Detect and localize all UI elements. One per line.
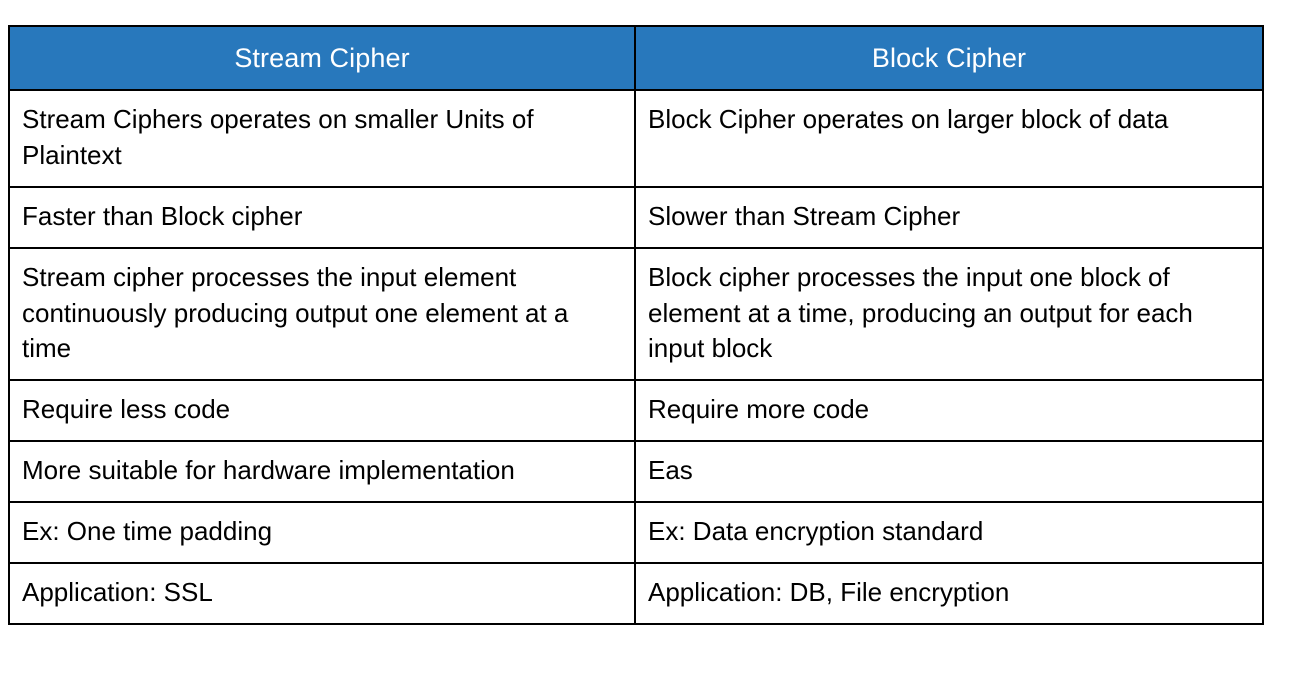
cell-block-1: Block Cipher operates on larger block of… bbox=[634, 89, 1264, 188]
cell-stream-2: Faster than Block cipher bbox=[8, 185, 636, 249]
cell-text: Block Cipher operates on larger block of… bbox=[648, 104, 1169, 134]
table-header: Stream Cipher Block Cipher bbox=[8, 25, 1264, 91]
cell-block-5: Eas bbox=[634, 440, 1264, 503]
cell-stream-1: Stream Ciphers operates on smaller Units… bbox=[8, 89, 636, 188]
cell-text: Require less code bbox=[22, 394, 231, 425]
cell-text: Application: SSL bbox=[22, 576, 213, 607]
table-row: Application: SSL Application: DB, File e… bbox=[8, 561, 1264, 625]
cell-block-7: Application: DB, File encryption bbox=[634, 561, 1264, 625]
cipher-comparison-table: Stream Cipher Block Cipher Stream Cipher… bbox=[8, 25, 1264, 625]
table-row: Faster than Block cipher Slower than Str… bbox=[8, 185, 1264, 249]
cell-stream-5: More suitable for hardware implementatio… bbox=[8, 440, 636, 503]
cell-text: Require more code bbox=[648, 394, 870, 425]
table-header-row: Stream Cipher Block Cipher bbox=[8, 25, 1264, 91]
cell-text: More suitable for hardware implementatio… bbox=[22, 455, 515, 486]
table-row: Require less code Require more code bbox=[8, 379, 1264, 443]
table-row: Stream cipher processes the input elemen… bbox=[8, 246, 1264, 382]
table-body: Stream Ciphers operates on smaller Units… bbox=[8, 89, 1264, 625]
cell-stream-3: Stream cipher processes the input elemen… bbox=[8, 246, 636, 382]
column-header-stream-cipher: Stream Cipher bbox=[8, 25, 636, 91]
cell-block-6: Ex: Data encryption standard bbox=[634, 501, 1264, 564]
cell-block-4: Require more code bbox=[634, 379, 1264, 443]
cell-block-3: Block cipher processes the input one blo… bbox=[634, 246, 1264, 382]
cell-text: Slower than Stream Cipher bbox=[648, 200, 961, 231]
cell-text: Ex: One time padding bbox=[22, 516, 273, 546]
cell-text: Stream Ciphers operates on smaller Units… bbox=[22, 104, 534, 170]
cell-text: Ex: Data encryption standard bbox=[648, 516, 984, 546]
column-header-block-cipher: Block Cipher bbox=[634, 25, 1264, 91]
cell-text: Faster than Block cipher bbox=[22, 200, 303, 231]
cell-stream-7: Application: SSL bbox=[8, 561, 636, 625]
cell-block-2: Slower than Stream Cipher bbox=[634, 185, 1264, 249]
cell-text: Stream cipher processes the input elemen… bbox=[22, 261, 569, 364]
table-row: Stream Ciphers operates on smaller Units… bbox=[8, 89, 1264, 188]
cell-stream-6: Ex: One time padding bbox=[8, 501, 636, 564]
cell-text: Block cipher processes the input one blo… bbox=[648, 261, 1193, 364]
table-row: Ex: One time padding Ex: Data encryption… bbox=[8, 501, 1264, 564]
cell-text: Eas bbox=[648, 455, 693, 486]
cell-stream-4: Require less code bbox=[8, 379, 636, 443]
cell-text: Application: DB, File encryption bbox=[648, 576, 1010, 607]
table-row: More suitable for hardware implementatio… bbox=[8, 440, 1264, 503]
